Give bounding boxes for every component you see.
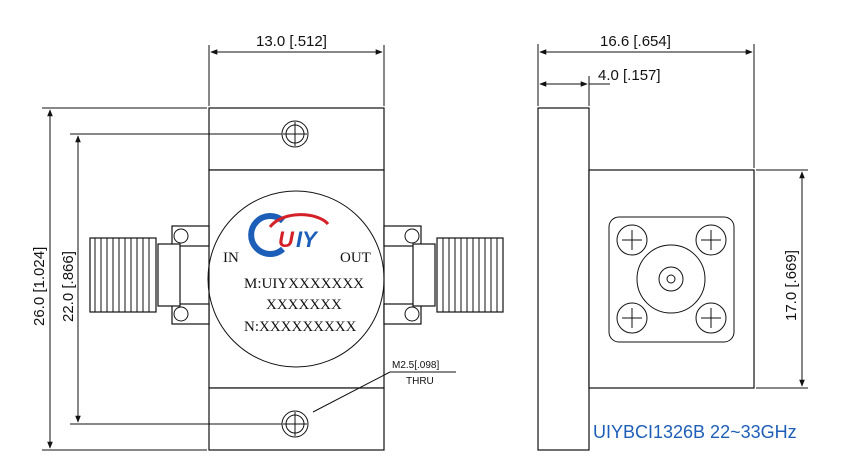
screw-bottom-right [695,302,727,334]
svg-text:17.0 [.669]: 17.0 [.669] [783,250,800,321]
svg-text:IY: IY [296,227,319,252]
uiy-logo: U IY [248,213,330,257]
dim-flange-thickness: 4.0 [.157] [539,67,661,106]
top-mounting-tab [208,107,385,171]
svg-text:4.0 [.157]: 4.0 [.157] [598,67,661,84]
out-label: OUT [340,250,371,266]
side-body [588,169,755,389]
isolator-body [208,169,385,389]
dim-connector-flange: 17.0 [.669] [756,169,808,389]
screw-top-left [616,224,648,256]
dim-mount-spacing: 22.0 [.866] [60,133,282,425]
model-line: M:UIYXXXXXXX [244,276,364,292]
hole-note: M2.5[.098] THRU [312,360,456,413]
dim-front-height: 26.0 [1.024] [31,107,207,451]
label-disc [207,190,385,368]
screw-top-right [695,224,727,256]
sma-connector-right [383,225,504,325]
mount-hole-top [281,120,309,148]
serial-line: N:XXXXXXXXX [244,319,357,335]
svg-text:M2.5[.098]: M2.5[.098] [392,360,439,371]
product-title: UIYBCI1326B 22~33GHz [593,422,797,442]
dim-front-width: 13.0 [.512] [208,33,385,106]
svg-text:13.0 [.512]: 13.0 [.512] [256,33,327,50]
svg-text:26.0 [1.024]: 26.0 [1.024] [31,247,48,326]
svg-text:16.6 [.654]: 16.6 [.654] [600,33,671,50]
in-label: IN [223,250,239,266]
side-flange [537,107,590,451]
screw-bottom-left [616,302,648,334]
svg-text:THRU: THRU [406,376,434,387]
bottom-mounting-tab [208,387,385,451]
svg-text:22.0 [.866]: 22.0 [.866] [60,251,77,322]
front-view: U IY IN OUT M:UIYXXXXXXX XXXXXXX N:XXXXX… [89,107,504,451]
sma-connector-left [89,225,210,325]
mount-hole-bottom [281,410,309,438]
connector-flange-face [608,216,735,343]
side-view [537,107,755,451]
model-line-2: XXXXXXX [266,297,342,313]
svg-text:U: U [278,227,295,252]
dim-depth: 16.6 [.654] [537,33,755,168]
